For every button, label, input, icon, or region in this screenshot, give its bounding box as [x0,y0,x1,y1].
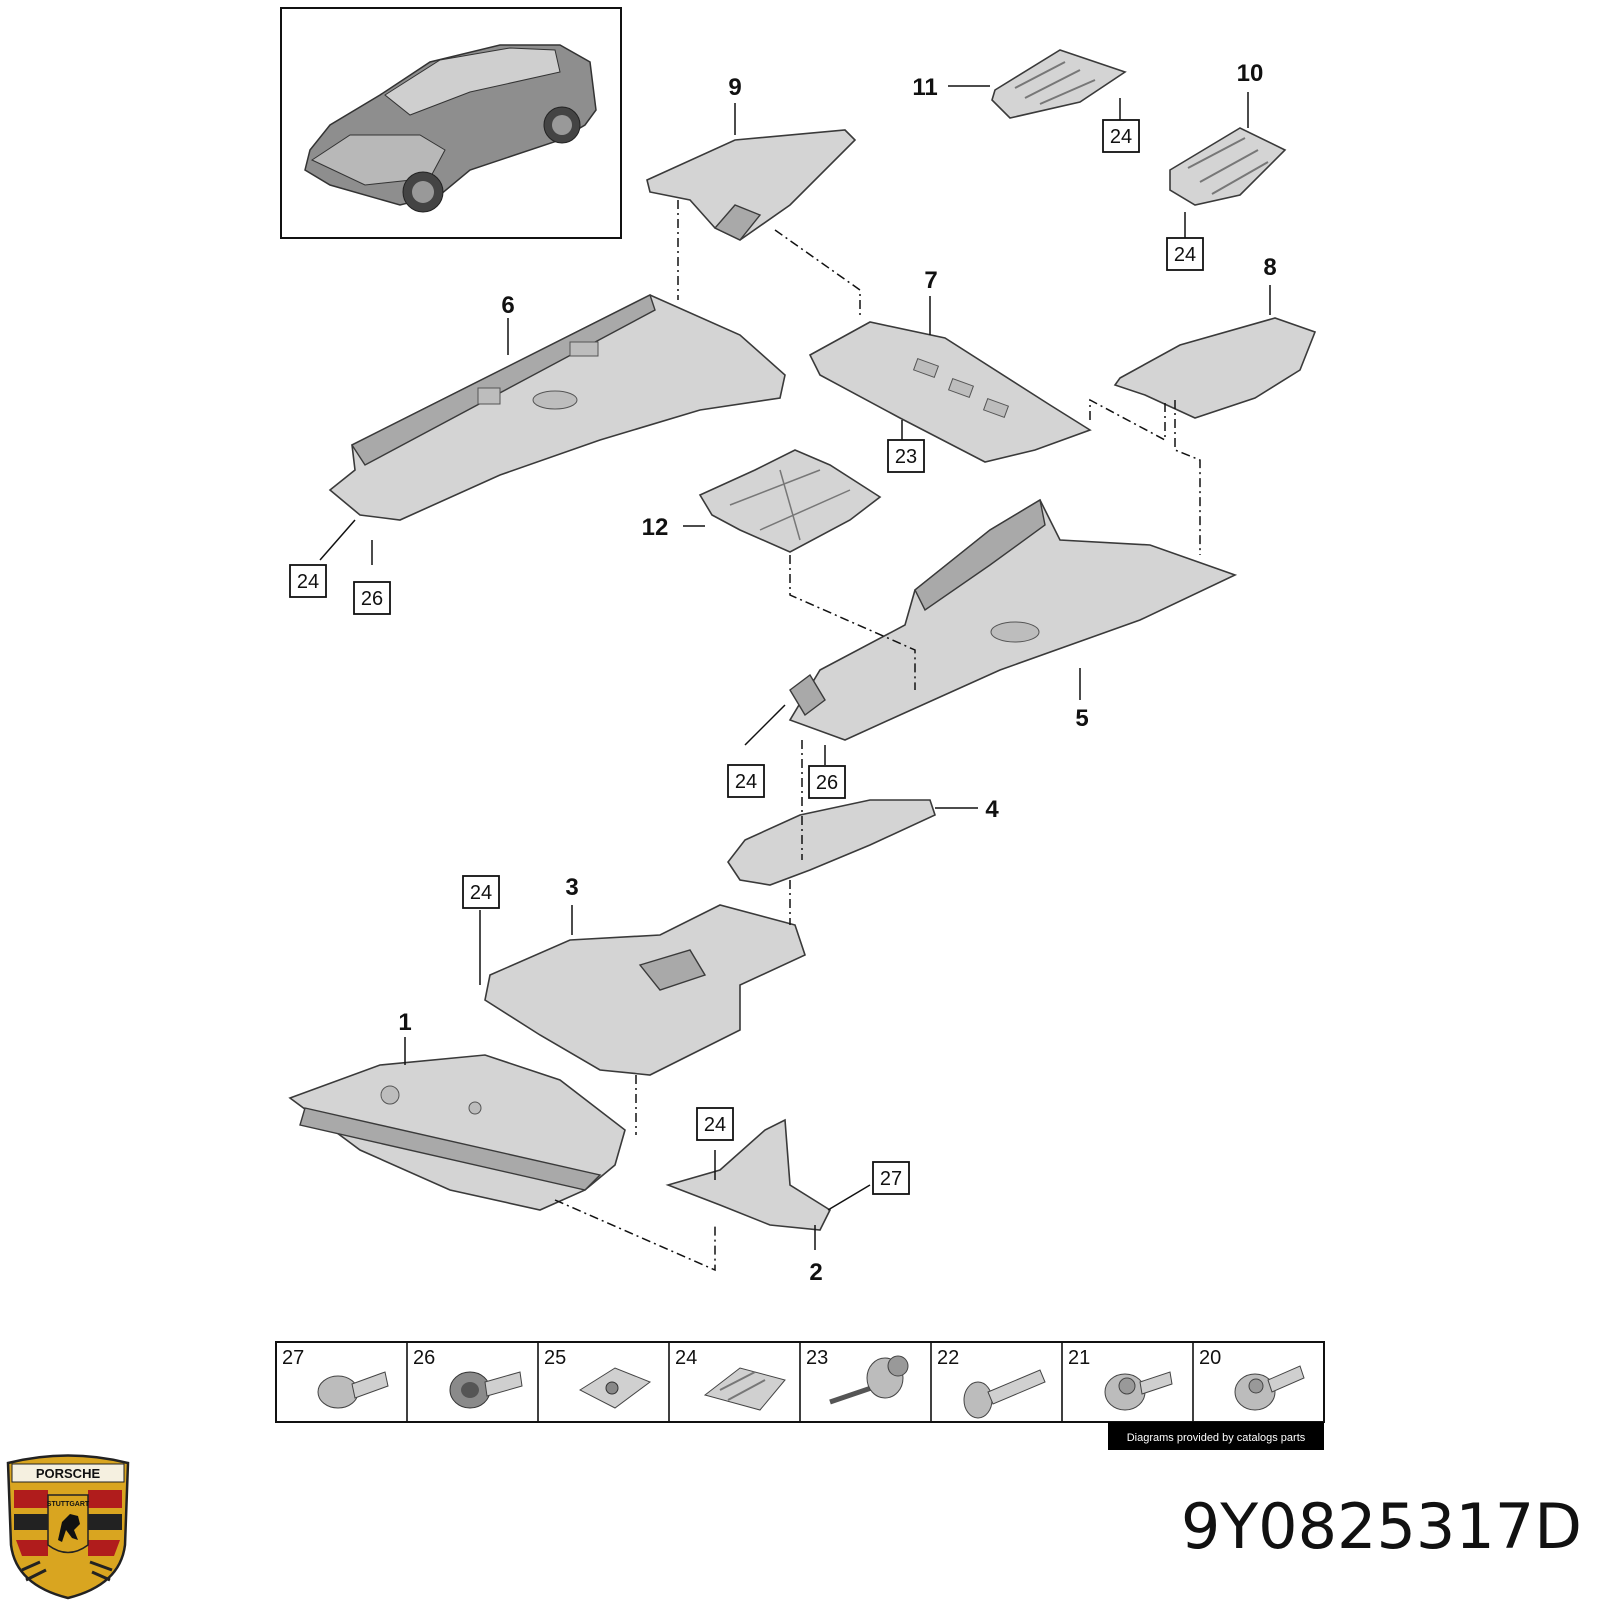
part-6-panel [328,294,786,521]
callout-4: 4 [985,796,999,823]
part-12-panel [698,449,882,553]
svg-text:27: 27 [282,1347,304,1369]
callout-6: 6 [501,292,514,319]
svg-text:24: 24 [735,771,757,793]
svg-text:25: 25 [544,1347,566,1369]
part-1-panel [288,1054,626,1211]
callout-10: 10 [1237,60,1264,87]
callout-9: 9 [728,74,741,101]
fastener-cell-23: 23 [806,1347,909,1405]
prancing-horse-icon [58,1514,80,1542]
vehicle-thumbnail [280,7,622,239]
push-rivet-icon [963,1369,1046,1419]
fastener-cell-21: 21 [1068,1347,1173,1411]
callout-numbers: 9 11 10 6 7 8 12 5 4 3 1 2 [398,60,1276,1286]
part-number: 9Y0825317D [1181,1490,1582,1563]
boxed-reference-labels: 24 24 23 24 26 24 26 24 [289,119,1204,1195]
svg-text:STUTTGART: STUTTGART [47,1501,90,1508]
porsche-crest-logo: PORSCHE STUTTGART [6,1454,130,1600]
part-9-panel [646,129,857,241]
ref-box: 24 [727,764,765,798]
svg-text:23: 23 [806,1347,828,1369]
clip-nut-icon [578,1367,652,1409]
svg-text:Diagrams provided by catalogs: Diagrams provided by catalogs parts [1127,1432,1306,1444]
ref-box: 24 [696,1107,734,1141]
svg-text:24: 24 [470,882,492,904]
fastener-cell-24: 24 [675,1347,786,1411]
callout-7: 7 [924,267,937,294]
callout-12: 12 [642,514,669,541]
ref-box: 24 [1166,237,1204,271]
svg-text:24: 24 [675,1347,697,1369]
callout-11: 11 [912,74,937,101]
fastener-cell-20: 20 [1199,1347,1305,1411]
callout-2: 2 [809,1259,822,1286]
ref-box: 26 [353,581,391,615]
ref-box: 26 [808,765,846,799]
callout-3: 3 [565,874,578,901]
part-7-panel [808,321,1092,463]
flange-bolt-icon [1104,1371,1173,1411]
svg-text:26: 26 [361,588,383,610]
ref-box: 23 [887,439,925,473]
part-11-panel [991,49,1127,119]
svg-text:24: 24 [1174,244,1196,266]
ref-box: 27 [872,1161,910,1195]
svg-text:20: 20 [1199,1347,1221,1369]
callout-5: 5 [1075,705,1088,732]
nut-icon [449,1371,523,1409]
part-3-panel [484,904,806,1076]
ref-box: 24 [462,875,500,909]
svg-text:24: 24 [1110,126,1132,148]
spring-clip-icon [703,1367,786,1411]
svg-text:26: 26 [413,1347,435,1369]
svg-text:27: 27 [880,1168,902,1190]
svg-text:24: 24 [704,1114,726,1136]
callout-1: 1 [398,1009,411,1036]
part-2-panel [665,1118,832,1231]
fastener-cell-25: 25 [544,1347,652,1409]
svg-text:PORSCHE: PORSCHE [36,1466,101,1481]
fastener-strip: 27 26 25 24 [275,1341,1325,1423]
fastener-cell-27: 27 [282,1347,389,1409]
ref-box: 24 [1102,119,1140,153]
dashed-connectors [554,200,1201,1272]
svg-text:23: 23 [895,446,917,468]
suv-illustration [304,44,597,213]
screw-icon [317,1371,389,1409]
part-8-panel [1113,317,1317,419]
ref-box: 24 [289,564,327,598]
torx-bolt-icon [1234,1365,1305,1411]
credit-banner: Diagrams provided by catalogs parts [1108,1422,1324,1450]
expansion-rivet-icon [829,1355,909,1405]
svg-text:22: 22 [937,1347,959,1369]
part-5-panel [788,498,1238,741]
svg-text:26: 26 [816,772,838,794]
part-10-panel [1169,127,1287,206]
svg-text:24: 24 [297,571,319,593]
svg-text:21: 21 [1068,1347,1090,1369]
part-4-panel [727,799,936,886]
leader-lines [319,85,1271,1250]
fastener-cell-22: 22 [937,1347,1046,1419]
fastener-cell-26: 26 [413,1347,523,1409]
callout-8: 8 [1263,254,1276,281]
